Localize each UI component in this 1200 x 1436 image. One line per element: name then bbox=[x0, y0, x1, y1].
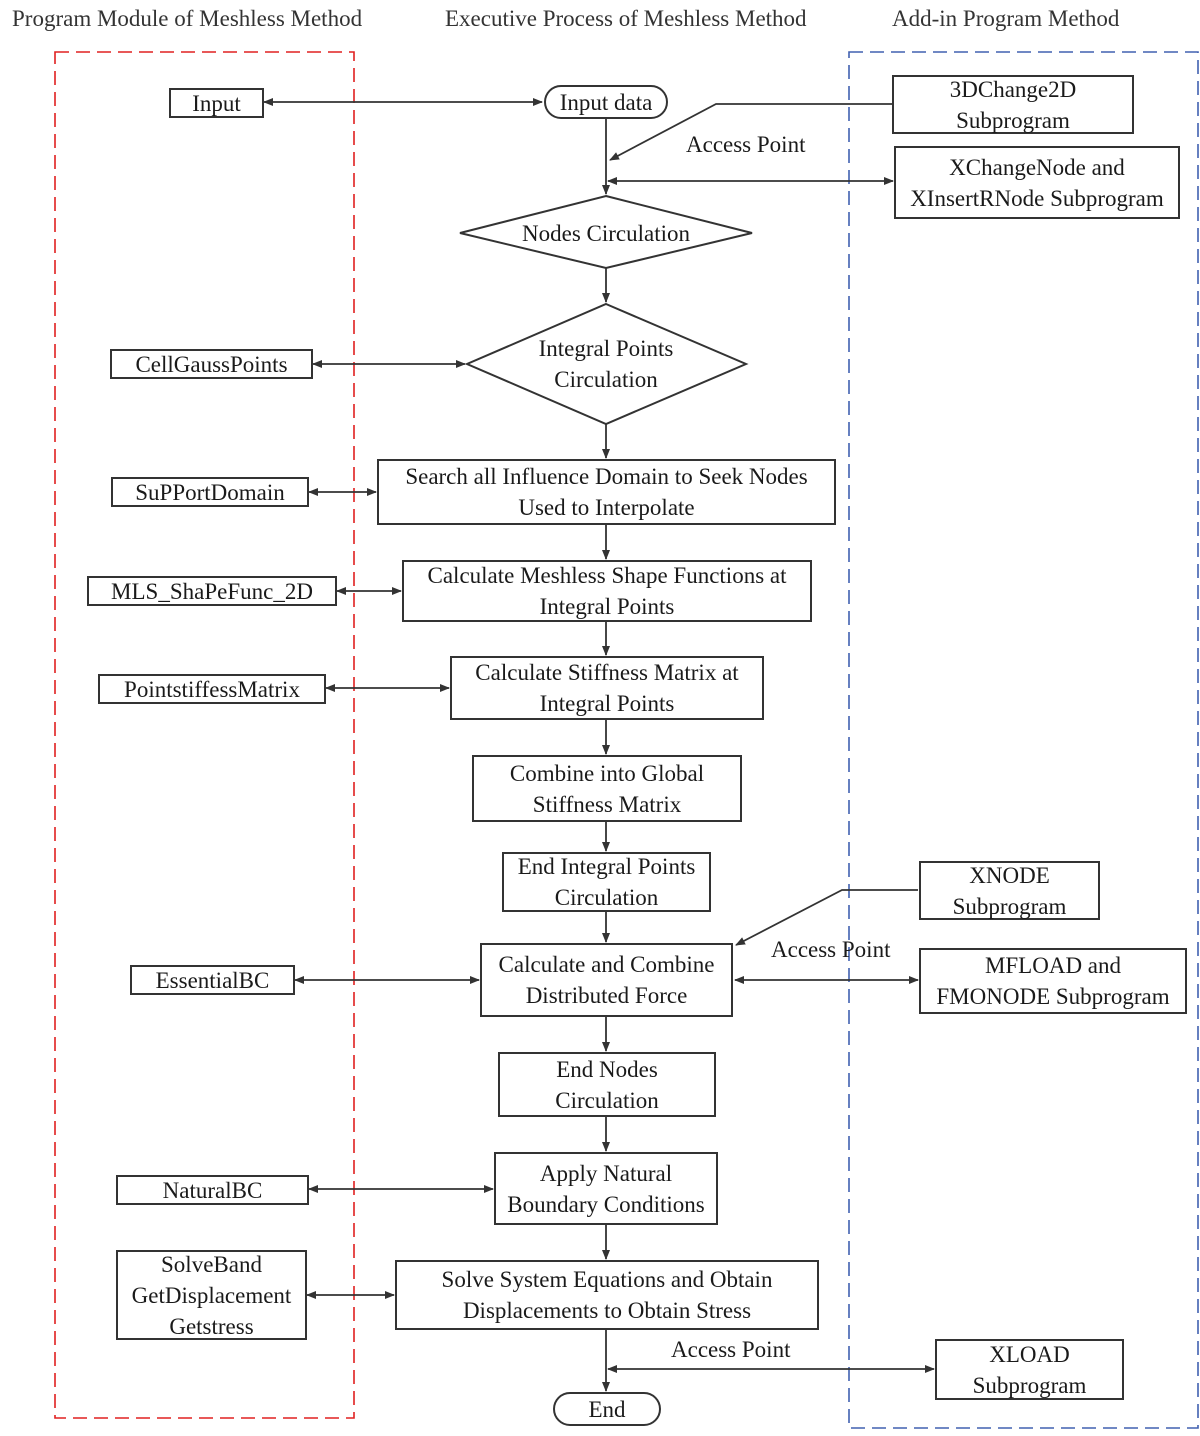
program-module-region bbox=[54, 51, 355, 1419]
mfload-subprogram: MFLOAD and FMONODE Subprogram bbox=[919, 948, 1187, 1014]
search-influence-domain-box: Search all Influence Domain to Seek Node… bbox=[377, 459, 836, 525]
access-point-label-2: Access Point bbox=[771, 937, 891, 962]
supportdomain-module: SuPPortDomain bbox=[111, 477, 309, 507]
end-terminal: End bbox=[553, 1392, 661, 1426]
input-data-terminal: Input data bbox=[544, 85, 668, 119]
access-point-label-3: Access Point bbox=[671, 1337, 791, 1362]
cellgausspoints-module: CellGaussPoints bbox=[110, 349, 313, 379]
solve-system-box: Solve System Equations and Obtain Displa… bbox=[395, 1260, 819, 1330]
end-nodes-box: End Nodes Circulation bbox=[498, 1052, 716, 1117]
center-column-header: Executive Process of Meshless Method bbox=[445, 6, 807, 31]
pointstiffessmatrix-module: PointstiffessMatrix bbox=[98, 674, 326, 704]
xload-subprogram: XLOAD Subprogram bbox=[935, 1339, 1124, 1400]
global-stiffness-box: Combine into Global Stiffness Matrix bbox=[472, 755, 742, 822]
shape-functions-box: Calculate Meshless Shape Functions at In… bbox=[402, 560, 812, 622]
add-in-program-region bbox=[848, 51, 1199, 1429]
access-point-label-1: Access Point bbox=[686, 132, 806, 157]
xnode-subprogram: XNODE Subprogram bbox=[919, 861, 1100, 920]
xchangenode-subprogram: XChangeNode and XInsertRNode Subprogram bbox=[894, 146, 1180, 219]
integral-points-label: Integral Points Circulation bbox=[538, 336, 674, 392]
stiffness-matrix-box: Calculate Stiffness Matrix at Integral P… bbox=[450, 656, 764, 720]
distributed-force-box: Calculate and Combine Distributed Force bbox=[480, 943, 733, 1017]
naturalbc-module: NaturalBC bbox=[116, 1175, 309, 1205]
nodes-circulation-label: Nodes Circulation bbox=[522, 220, 690, 246]
solveband-module: SolveBand GetDisplacement Getstress bbox=[116, 1250, 307, 1340]
essentialbc-module: EssentialBC bbox=[130, 965, 295, 995]
mls-shapefunc-module: MLS_ShaPeFunc_2D bbox=[87, 576, 337, 606]
3dchange2d-subprogram: 3DChange2D Subprogram bbox=[892, 75, 1134, 134]
end-integral-points-box: End Integral Points Circulation bbox=[502, 852, 711, 912]
left-column-header: Program Module of Meshless Method bbox=[12, 6, 363, 31]
natural-boundary-box: Apply Natural Boundary Conditions bbox=[494, 1152, 718, 1225]
right-column-header: Add-in Program Method bbox=[892, 6, 1120, 31]
input-module: Input bbox=[169, 88, 264, 118]
